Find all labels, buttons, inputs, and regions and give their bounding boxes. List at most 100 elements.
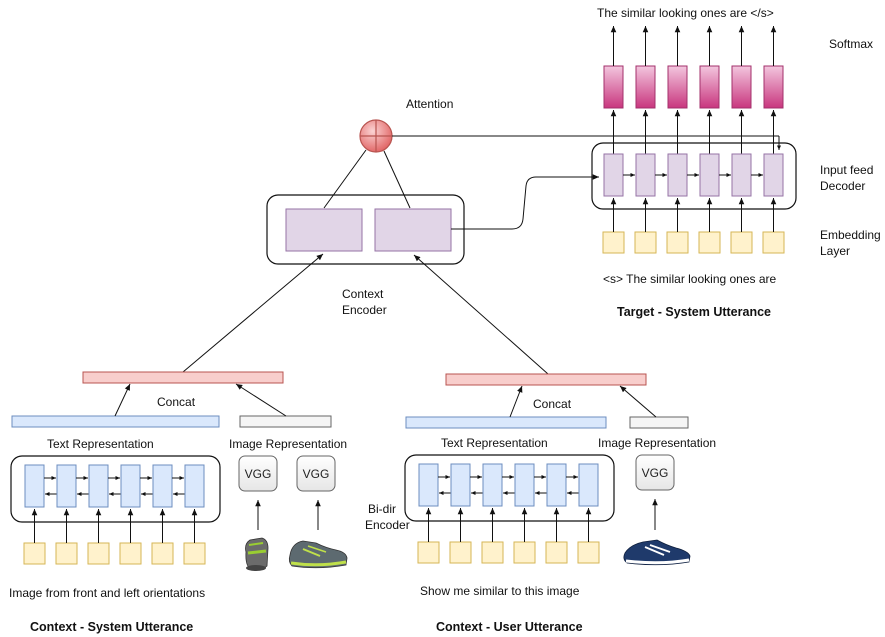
- decoder-cell: [763, 153, 784, 197]
- right-concat-bar: [445, 373, 647, 386]
- attention-node: [359, 119, 393, 153]
- right-caption: Show me similar to this image: [420, 584, 580, 598]
- embedding-box: [602, 231, 625, 254]
- rnn-cell: [578, 463, 599, 507]
- input-feed-label-line1: Input feed: [820, 163, 873, 177]
- right-bidir-encoder-box: [404, 454, 615, 522]
- input-embedding-box: [87, 542, 110, 565]
- embedding-label-line2: Layer: [820, 244, 850, 258]
- input-embedding-box: [449, 541, 472, 564]
- vgg-label-3: VGG: [642, 466, 669, 480]
- embedding-label-line1: Embedding: [820, 228, 881, 242]
- rnn-cell: [450, 463, 471, 507]
- embedding-box: [634, 231, 657, 254]
- attention-label: Attention: [406, 97, 453, 111]
- embedding-box: [666, 231, 689, 254]
- input-embedding-box: [577, 541, 600, 564]
- rnn-cell: [546, 463, 567, 507]
- decoder-cell: [731, 153, 752, 197]
- rnn-cell: [24, 464, 45, 508]
- right-embedding-layer: [417, 507, 600, 564]
- right-text-rep-label: Text Representation: [441, 436, 548, 450]
- softmax-box: [667, 65, 688, 109]
- rnn-cell: [418, 463, 439, 507]
- input-embedding-box: [417, 541, 440, 564]
- right-text-rep-bar: [405, 416, 607, 429]
- left-bidir-encoder-box: [10, 455, 221, 523]
- rnn-cell: [152, 464, 173, 508]
- right-textrep-to-concat-arrow: [509, 385, 523, 418]
- sneaker-icon-blue: [623, 539, 691, 566]
- bidir-label-line1: Bi-dir: [368, 502, 396, 516]
- context-to-attention-right: [383, 150, 411, 209]
- right-rnn-cells: [418, 463, 599, 507]
- vgg-box-2: VGG: [296, 455, 336, 492]
- left-image-rep-bar: [239, 415, 332, 428]
- vgg-box-1: VGG: [238, 455, 278, 492]
- decoder-cell: [635, 153, 656, 197]
- right-imagerep-to-concat-arrow: [619, 385, 657, 418]
- left-title: Context - System Utterance: [30, 620, 193, 634]
- softmax-box: [603, 65, 624, 109]
- rnn-cell: [514, 463, 535, 507]
- bidir-label-line2: Encoder: [365, 518, 410, 532]
- right-title: Context - User Utterance: [436, 620, 583, 634]
- softmax-layer: [603, 65, 784, 109]
- right-image-rep-bar: [629, 416, 689, 429]
- right-concat-label: Concat: [533, 397, 572, 411]
- context-encoder-label-line1: Context: [342, 287, 384, 301]
- input-embedding-box: [55, 542, 78, 565]
- embedding-layer: [602, 198, 785, 254]
- decoder-cell: [667, 153, 688, 197]
- left-text-rep-bar: [11, 415, 220, 428]
- sneaker-icon-small: [245, 537, 269, 571]
- context-to-decoder-arrow: [451, 174, 599, 230]
- rnn-cell: [184, 464, 205, 508]
- embedding-box: [730, 231, 753, 254]
- decoder-cell: [603, 153, 624, 197]
- context-to-attention-left: [323, 149, 367, 209]
- sneaker-icon-large: [288, 540, 348, 569]
- softmax-box: [763, 65, 784, 109]
- left-rnn-cells: [24, 464, 205, 508]
- embedding-box: [762, 231, 785, 254]
- left-imagerep-to-concat-arrow: [235, 383, 287, 417]
- left-textrep-to-concat-arrow: [114, 383, 131, 417]
- left-image-rep-label: Image Representation: [229, 437, 347, 451]
- rnn-cell: [88, 464, 109, 508]
- right-image-rep-label: Image Representation: [598, 436, 716, 450]
- decoder-cell: [699, 153, 720, 197]
- input-embedding-box: [513, 541, 536, 564]
- input-embedding-box: [119, 542, 142, 565]
- embedding-box: [698, 231, 721, 254]
- left-text-rep-label: Text Representation: [47, 437, 154, 451]
- input-embedding-box: [545, 541, 568, 564]
- left-caption: Image from front and left orientations: [9, 586, 205, 600]
- context-encoder-label-line2: Encoder: [342, 303, 387, 317]
- softmax-box: [731, 65, 752, 109]
- rnn-cell: [482, 463, 503, 507]
- input-feed-label-line2: Decoder: [820, 179, 865, 193]
- softmax-box: [635, 65, 656, 109]
- target-output-sentence: The similar looking ones are </s>: [597, 6, 774, 20]
- rnn-cell: [56, 464, 77, 508]
- input-embedding-box: [481, 541, 504, 564]
- right-concat-to-context-arrow: [413, 254, 549, 375]
- left-embedding-layer: [23, 508, 206, 565]
- context-state-right: [374, 208, 452, 252]
- input-embedding-box: [23, 542, 46, 565]
- vgg-label-2: VGG: [303, 467, 330, 481]
- left-concat-to-context-arrow: [182, 253, 324, 373]
- input-feed-decoder-box: [591, 142, 797, 210]
- input-embedding-box: [151, 542, 174, 565]
- softmax-label: Softmax: [829, 37, 873, 51]
- decoder-cells: [603, 136, 784, 197]
- context-state-left: [285, 208, 363, 252]
- vgg-box-3: VGG: [635, 454, 675, 491]
- vgg-label-1: VGG: [245, 467, 272, 481]
- left-concat-bar: [82, 371, 284, 384]
- rnn-cell: [120, 464, 141, 508]
- target-input-sentence: <s> The similar looking ones are: [603, 272, 777, 286]
- target-title: Target - System Utterance: [617, 305, 771, 319]
